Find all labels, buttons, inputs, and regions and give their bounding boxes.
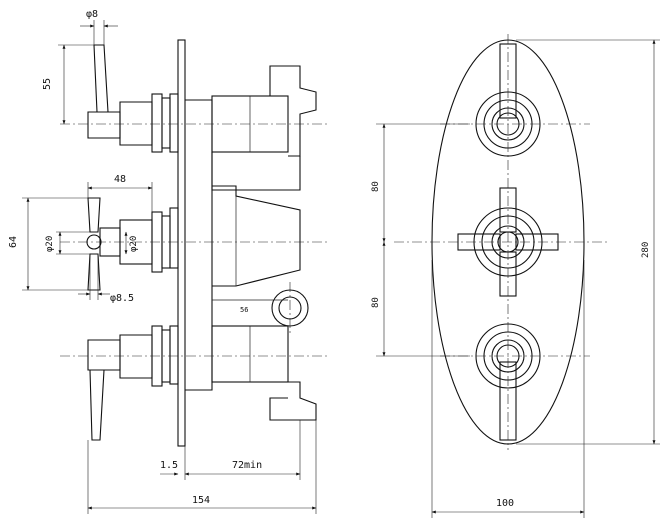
side-view: φ8 55 48 64 φ20 [8,9,330,514]
dim-154-label: 154 [192,495,210,506]
dim-phi20-left: φ20 [45,231,90,255]
wall-plate [177,39,186,447]
dim-64: 64 [8,197,88,291]
dim-154: 154 [87,420,317,514]
dim-phi8-5-label: φ8.5 [110,293,134,304]
dim-55-label: 55 [42,78,53,90]
dim-phi20-right-label: φ20 [129,236,139,252]
dim-phi8-label: φ8 [86,9,98,20]
dim-80-bottom-label: 80 [371,297,381,308]
dim-48: 48 [87,174,153,212]
dim-phi8: φ8 [80,9,118,45]
dim-64-label: 64 [8,236,19,248]
dim-phi8-5: φ8.5 [78,254,134,304]
dim-56-label: 56 [240,306,248,314]
dim-1-5-label: 1.5 [160,460,178,471]
dim-280: 280 [516,39,660,445]
dim-100: 100 [431,260,585,518]
dim-phi20-left-label: φ20 [45,236,55,252]
dim-80-top-label: 80 [371,181,381,192]
dim-phi20-right: φ20 [124,231,139,255]
dim-55: 55 [42,44,94,125]
dim-100-label: 100 [496,498,514,509]
front-view: 80 80 280 100 [371,34,660,518]
top-lever-handle [87,44,179,153]
bottom-lever-handle [87,325,179,441]
valve-body [185,65,317,421]
dim-72min-label: 72min [232,460,262,471]
dim-48-label: 48 [114,174,126,185]
dim-280-label: 280 [641,242,651,258]
dim-80-80: 80 80 [371,123,470,357]
dim-1-5-72min: 1.5 72min [160,420,301,480]
